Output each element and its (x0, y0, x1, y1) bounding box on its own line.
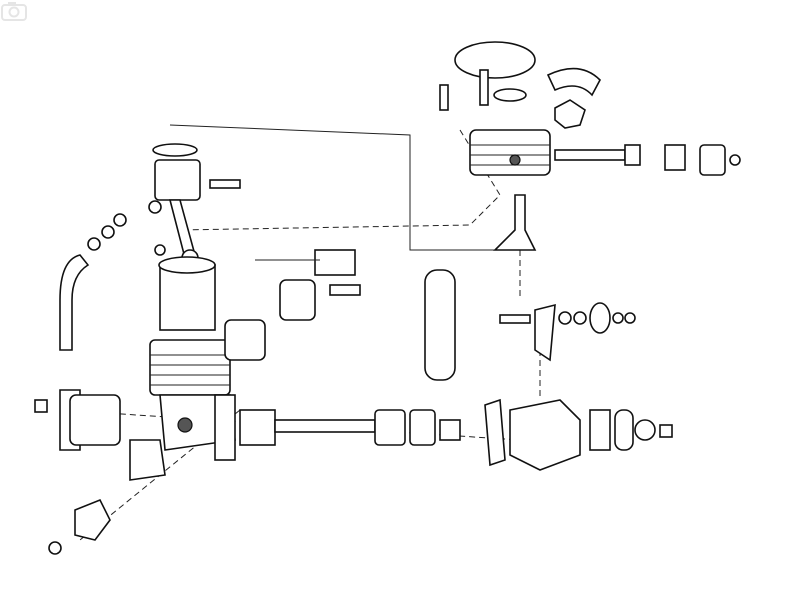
crankshaft-assembly (214, 394, 506, 467)
intake-assembly (34, 389, 166, 555)
camera-icon (1, 2, 27, 21)
carburetor (255, 249, 361, 321)
drive-belt (424, 269, 456, 381)
piston-assembly (87, 143, 241, 267)
exhaust-pipe (59, 254, 90, 351)
cylinder-head-assembly (439, 41, 741, 251)
output-housing (499, 302, 673, 471)
